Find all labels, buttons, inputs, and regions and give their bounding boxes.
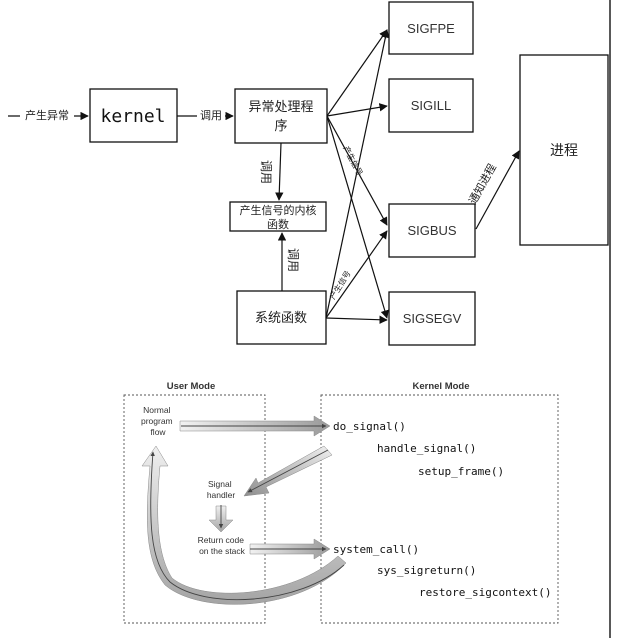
notify-process-label: 通知进程 [465,161,499,206]
syscall-to-sigfpe-arrow [325,29,390,319]
call-label-1: 调用 [200,109,222,122]
handler-to-sigill-arrow [326,103,388,117]
signal-handler-label: Signal handler [207,479,236,500]
signal-generating-function-label-line2: 函数 [267,218,289,231]
return-connector-curve [150,451,345,601]
system-call-label: system_call() [333,543,419,556]
process-box [519,54,609,246]
kernel-mode-title: Kernel Mode [412,381,469,392]
exception-handler-label-line2: 序 [274,119,287,134]
signal-box-sigill [388,78,474,133]
call-label-3: 调用 [286,248,300,272]
user-mode-title: User Mode [167,381,216,392]
call-label-2: 调用 [259,160,273,184]
return-to-program-shaded-arrow [141,445,347,605]
sys-sigreturn-label: sys_sigreturn() [377,564,476,577]
signal-box-sigsegv [388,291,476,346]
exception-handler-box [234,88,328,144]
return-code-label: Return code on the stack [198,535,247,556]
process-label: 进程 [550,143,578,159]
restore-sigcontext-label: restore_sigcontext() [419,586,551,599]
signal-label-sigbus: SIGBUS [407,223,456,238]
handler-connector [247,449,329,493]
signal-label-sigsegv: SIGSEGV [403,311,462,326]
signal-label-sigfpe: SIGFPE [407,21,455,36]
setup-frame-label: setup_frame() [418,465,504,478]
kernel-mode-panel [320,394,559,624]
call-arrow-2 [275,142,284,201]
do-signal-label: do_signal() [333,420,406,433]
system-function-box [236,290,327,345]
signal-label-sigill: SIGILL [411,98,451,113]
signal-box-sigbus [388,203,476,258]
handler-to-sigfpe-arrow [326,29,388,117]
system-function-label: 系统函数 [255,311,307,326]
normal-program-flow-label: Normal program flow [141,405,175,437]
notify-process-arrow [475,150,520,230]
signal-generating-function-box [229,201,327,232]
kernel-box [89,88,178,143]
syscall-to-sigbus-arrow [325,230,388,319]
signal-generating-function-label-line1: 产生信号的内核 [240,203,317,217]
handler-to-sigsegv-arrow [326,115,389,319]
kernel-label: kernel [100,106,165,127]
exception-input-label: 产生异常 [25,108,69,122]
top-flow-diagram: 产生异常 kernel 调用 异常处理程 序 调用 产生信号的内核 函数 调用 … [8,1,609,346]
mode-transition-diagram: User Mode Kernel Mode Normal program flo… [123,381,559,624]
handle-signal-label: handle_signal() [377,442,476,455]
signal-box-sigfpe [388,1,474,55]
syscall-to-sigsegv-arrow [325,315,388,324]
exception-handler-label-line1: 异常处理程 [248,100,313,115]
